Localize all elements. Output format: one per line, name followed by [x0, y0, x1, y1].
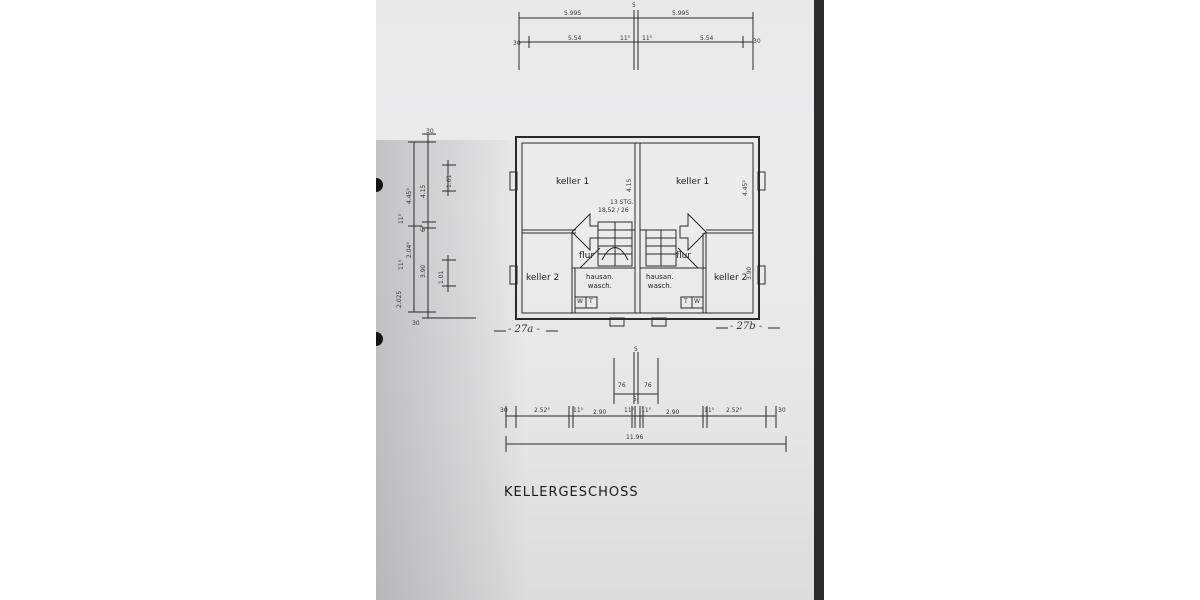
floor-plan-drawing	[408, 10, 787, 452]
dim-left-11-5b: 11⁵	[398, 259, 405, 270]
house-label-lines	[494, 327, 780, 332]
room-keller1-left: keller 1	[556, 177, 590, 187]
dim-top-outer-right: 5.995	[672, 10, 690, 17]
dim-bottom-d1: 2.52⁵	[534, 407, 550, 414]
dim-bottom-d6: 2.90	[666, 409, 680, 416]
room-keller2-left: keller 2	[526, 273, 560, 283]
dim-top-inner-left: 5.54	[568, 35, 582, 42]
dim-left-2-025: 2.025	[396, 290, 403, 308]
dim-bottom-d3: 2.90	[593, 409, 607, 416]
dim-entry-bottom: 5	[633, 396, 637, 403]
dim-bottom-d2: 11⁵	[573, 407, 584, 414]
dim-top-inner-right: 5.54	[700, 35, 714, 42]
dim-bottom-d7: 11⁵	[704, 407, 715, 414]
dim-entry-left: 76	[618, 382, 626, 389]
room-keller2-right: keller 2	[714, 273, 748, 283]
entry-dimension-lines	[613, 352, 659, 404]
bottom-dimension-lines	[505, 406, 787, 452]
dim-left-window-1: 1.01	[446, 174, 453, 188]
dim-left-11-5: 11⁵	[398, 213, 405, 224]
dim-bottom-wall-left: 30	[500, 407, 508, 414]
dim-top-half-right: 11⁵	[642, 35, 653, 42]
punch-hole-bottom	[376, 332, 383, 346]
room-wasch-left-line2: wasch.	[587, 282, 612, 290]
room-hausan-left-line1: hausan.	[586, 273, 614, 281]
room-keller1-right: keller 1	[676, 177, 710, 187]
dim-keller1-right-vertical: 4.45⁵	[742, 180, 749, 196]
stair-note-ratio: 18,52 / 26	[598, 207, 629, 214]
house-label-27b: - 27b -	[730, 321, 763, 332]
dim-left-4-455: 4.45⁵	[406, 188, 413, 204]
page-background-right	[824, 0, 1200, 600]
dim-bottom-d8: 2.52⁵	[726, 407, 742, 414]
dim-left-3-90: 3.90	[420, 264, 427, 278]
drawing-title: KELLERGESCHOSS	[504, 485, 639, 500]
dim-entry-top: 5	[634, 346, 638, 353]
party-wall	[634, 143, 641, 313]
room-hausanschluss-left: hausan. wasch.	[586, 273, 614, 291]
appliance-dryer-left: T	[589, 298, 593, 305]
appliance-washer-left: W	[577, 298, 583, 305]
room-wasch-right-line2: wasch.	[647, 282, 672, 290]
room-hausan-right-line1: hausan.	[646, 273, 674, 281]
dim-left-window-2: 1.01	[438, 270, 445, 284]
dim-bottom-d4: 11⁵	[624, 407, 635, 414]
top-dimension-lines	[518, 10, 754, 70]
dim-keller1-left-vertical: 4.15	[626, 178, 633, 192]
room-hausanschluss-right: hausan. wasch.	[646, 273, 674, 291]
punch-hole-top	[376, 178, 383, 192]
dim-top-outer-left: 5.995	[564, 10, 582, 17]
exterior-walls	[515, 136, 760, 320]
dim-left-bottom-wall: 30	[412, 320, 420, 327]
dim-top-wall-right: 30	[753, 38, 761, 45]
dim-top-wall-left: 30	[513, 40, 521, 47]
shadow-overlay	[376, 140, 526, 600]
stair-left	[597, 221, 633, 267]
dim-entry-right: 76	[644, 382, 652, 389]
room-flur-left: flur	[579, 251, 595, 261]
dim-bottom-wall-right: 30	[778, 407, 786, 414]
dim-left-4-15: 4.15	[420, 184, 427, 198]
paper-sheet	[376, 0, 814, 600]
floor-plan-photo: 5.995 5 5.995 30 5.54 11⁵ 11⁵ 5.54 30 30…	[376, 0, 824, 600]
dim-bottom-d5: 11⁵	[641, 407, 652, 414]
room-flur-right: flur	[676, 251, 692, 261]
appliance-boxes	[574, 296, 704, 309]
dim-left-2-04: 2.04⁵	[406, 242, 413, 258]
windows	[509, 171, 766, 327]
page-background-left	[0, 0, 376, 600]
dim-top-half-left: 11⁵	[620, 35, 631, 42]
dim-top-center: 5	[632, 2, 636, 9]
dim-bottom-total: 11.96	[626, 434, 644, 441]
dim-left-6-5: 6⁵	[420, 225, 427, 232]
appliance-dryer-right: T	[684, 298, 688, 305]
house-label-27a: - 27a -	[508, 324, 540, 335]
left-dimension-lines	[408, 133, 476, 319]
dim-left-top-wall: 30	[426, 128, 434, 135]
flur-arrows	[571, 212, 707, 269]
stair-note-steps: 13 STG.	[610, 199, 634, 206]
appliance-washer-right: W	[694, 298, 700, 305]
stair-right	[645, 229, 677, 267]
